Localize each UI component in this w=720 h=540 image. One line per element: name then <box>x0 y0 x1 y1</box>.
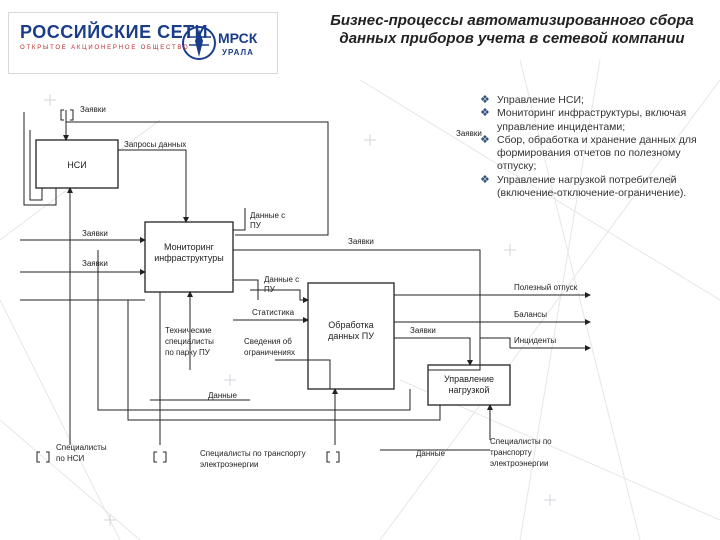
logo-emblem-icon <box>182 26 216 60</box>
process-bullet-list: ❖Управление НСИ; ❖Мониторинг инфраструкт… <box>480 94 716 200</box>
bullet-item: ❖Сбор, обработка и хранение данных для ф… <box>480 133 697 173</box>
diamond-bullet-icon: ❖ <box>480 173 490 186</box>
logo-second-text: МРСК <box>218 30 258 46</box>
company-logo <box>8 12 278 74</box>
logo-sub-text: ОТКРЫТОЕ АКЦИОНЕРНОЕ ОБЩЕСТВО <box>20 45 190 51</box>
diamond-bullet-icon: ❖ <box>480 133 490 146</box>
bullet-item: ❖Мониторинг инфраструктуры, включая упра… <box>480 107 687 133</box>
logo-main-text: РОССИЙСКИЕ СЕТИ <box>20 22 209 42</box>
bullet-item: ❖Управление нагрузкой потребителей (вклю… <box>480 173 687 200</box>
diamond-bullet-icon: ❖ <box>480 94 490 106</box>
bullet-item: ❖Управление НСИ; <box>480 94 584 106</box>
logo-second-sub-text: УРАЛА <box>222 48 254 57</box>
diamond-bullet-icon: ❖ <box>480 107 490 120</box>
slide-title: Бизнес-процессы автоматизированного сбор… <box>330 12 694 47</box>
